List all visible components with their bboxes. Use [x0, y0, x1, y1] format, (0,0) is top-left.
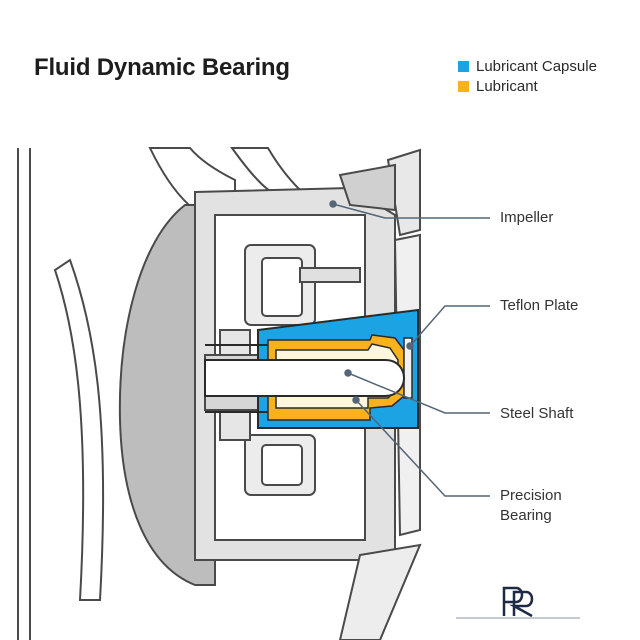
- legend-item-lubricant: Lubricant: [458, 76, 597, 96]
- legend-swatch-yellow: [458, 80, 469, 92]
- diagram-title: Fluid Dynamic Bearing: [34, 54, 290, 81]
- pr-logo: [456, 586, 580, 619]
- callout-precision-line1: Precision: [500, 487, 562, 504]
- callout-precision-line2: Bearing: [500, 507, 552, 524]
- callout-steel-shaft: Steel Shaft: [500, 405, 574, 422]
- legend: Lubricant Capsule Lubricant: [458, 56, 597, 96]
- callout-teflon-plate: Teflon Plate: [500, 297, 579, 314]
- legend-label: Lubricant: [476, 77, 538, 95]
- legend-label: Lubricant Capsule: [476, 57, 597, 75]
- fan-frame: [17, 148, 31, 640]
- leader-lines: [329, 200, 490, 497]
- steel-shaft: [204, 344, 406, 413]
- callout-impeller: Impeller: [500, 209, 554, 226]
- legend-item-lubricant-capsule: Lubricant Capsule: [458, 56, 597, 76]
- legend-swatch-blue: [458, 60, 469, 72]
- callout-precision-bearing: Precision Bearing: [500, 486, 562, 526]
